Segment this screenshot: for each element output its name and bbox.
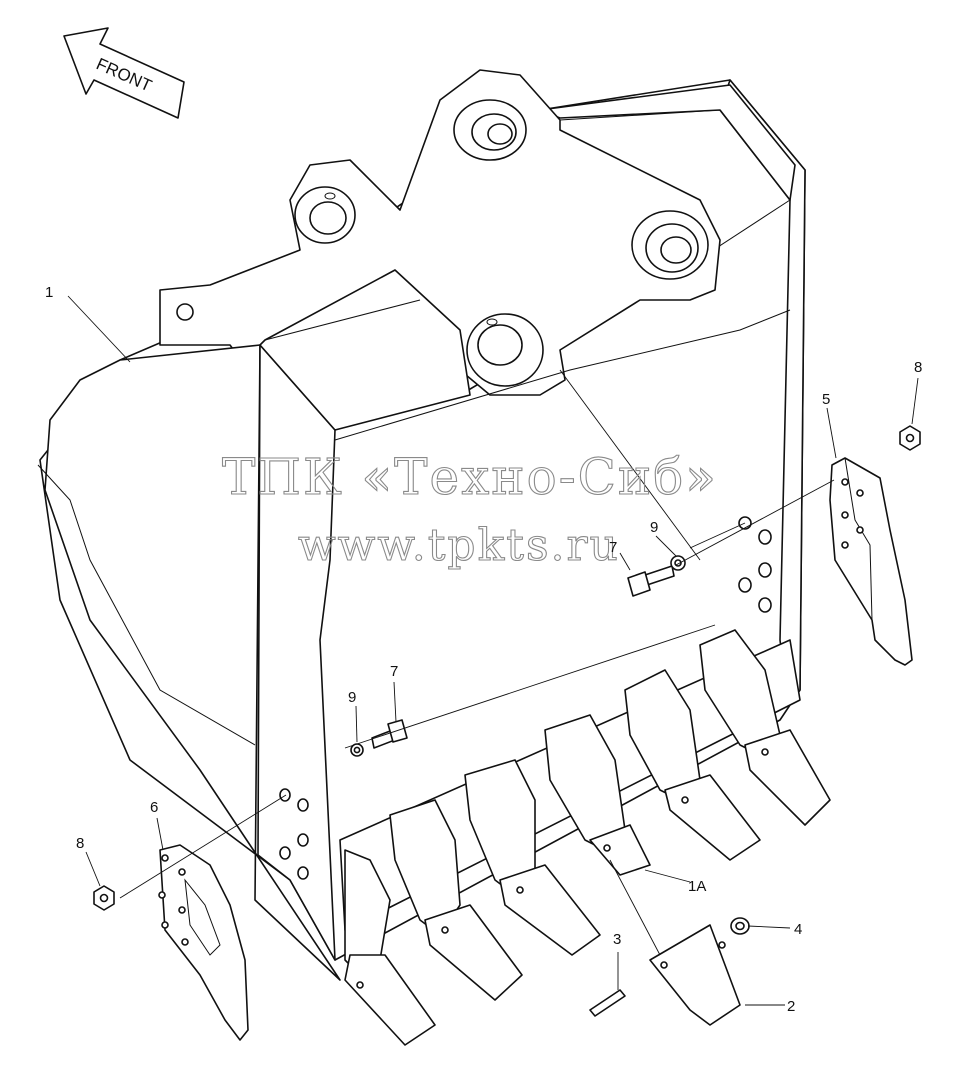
tooth-tip-exploded: [649, 924, 741, 1026]
tooth-2: [389, 799, 523, 1001]
pin-boss-right: [631, 210, 709, 280]
callouts: 1 1A 2 3 4 5 6 7 7 8 8 9 9: [45, 284, 922, 1015]
watermark-url: www.tpkts.ru: [298, 520, 620, 571]
callout-8-left: 8: [76, 835, 84, 852]
tooth-5: [624, 669, 761, 861]
callout-2: 2: [787, 998, 795, 1015]
tooth-1: [344, 849, 436, 1046]
side-cutter-right: [829, 457, 913, 666]
bolt-upper: [627, 565, 675, 597]
callout-7-lower: 7: [390, 663, 398, 680]
callout-1a: 1A: [688, 878, 706, 895]
side-bolt-holes-right: [738, 516, 772, 613]
callout-9-lower: 9: [348, 689, 356, 706]
callout-8-right: 8: [914, 359, 922, 376]
callout-1: 1: [45, 284, 53, 301]
callout-3: 3: [613, 931, 621, 948]
watermark: ТПК «Техно-Сиб» www.tpkts.ru: [221, 447, 718, 571]
pin-boss-top: [453, 99, 527, 161]
nut-left: [93, 885, 115, 911]
tooth-3: [464, 759, 601, 956]
washer-lower: [350, 743, 364, 757]
nut-right: [899, 425, 921, 451]
tooth-4: [544, 714, 651, 876]
tooth-pin: [589, 989, 626, 1017]
pin-boss-left-top: [294, 186, 356, 244]
pin-boss-left-bottom: [466, 313, 544, 387]
watermark-company: ТПК «Техно-Сиб»: [222, 448, 718, 506]
front-arrow: FRONT: [63, 27, 185, 119]
callout-9-upper: 9: [650, 519, 658, 536]
retainer-washer: [730, 917, 750, 935]
tooth-6: [699, 629, 831, 826]
side-cutter-left: [158, 844, 249, 1041]
callout-6: 6: [150, 799, 158, 816]
washer-upper: [670, 555, 686, 571]
callout-4: 4: [794, 921, 802, 938]
callout-7-upper: 7: [609, 539, 617, 556]
callout-5: 5: [822, 391, 830, 408]
leader-lines: [67, 295, 919, 1006]
side-bolt-holes-left: [279, 788, 309, 880]
teeth-row: [344, 629, 831, 1046]
